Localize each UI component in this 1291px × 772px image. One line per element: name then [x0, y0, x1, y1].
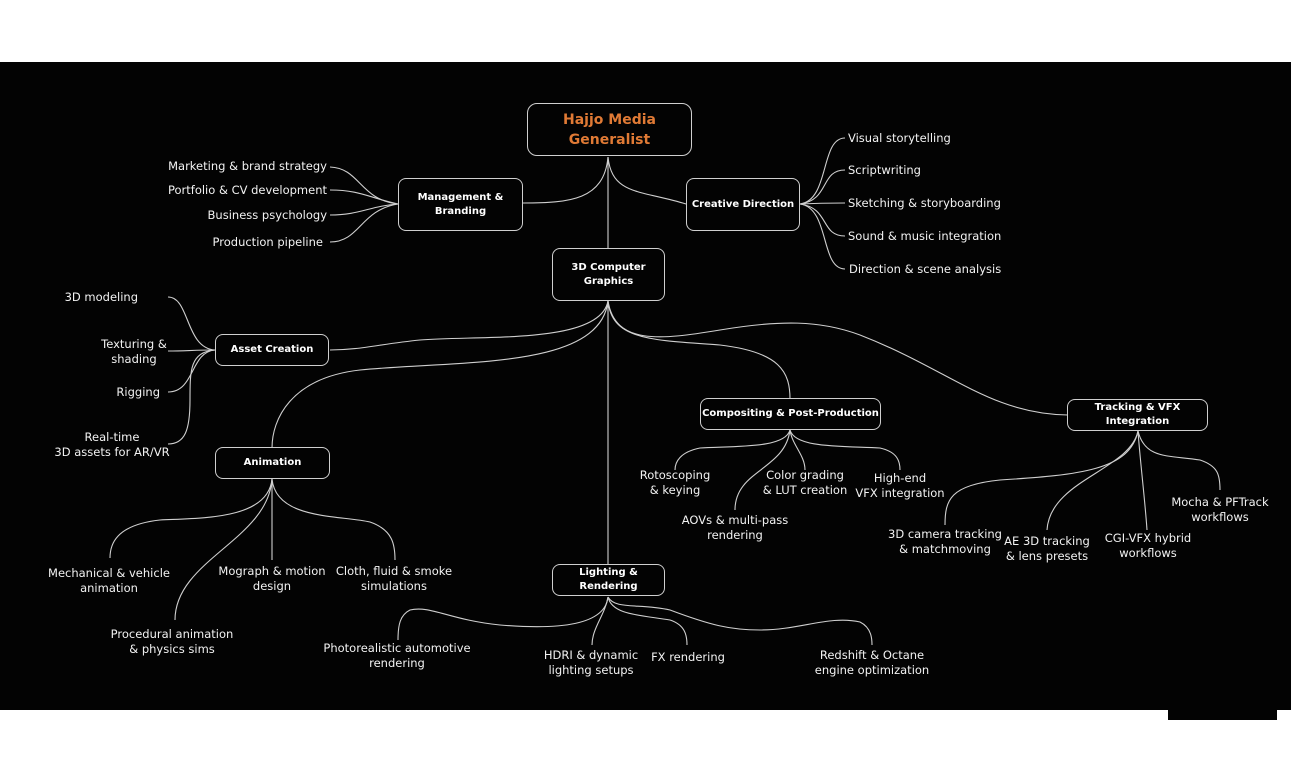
branch-node-animation[interactable]: Animation [215, 447, 330, 479]
branch-node-label: Tracking & VFX Integration [1094, 402, 1181, 427]
leaf-visual-storytelling[interactable]: Visual storytelling [848, 131, 951, 145]
leaf-sound-music[interactable]: Sound & music integration [848, 229, 1002, 243]
branch-node-label: Creative Direction [691, 198, 795, 210]
leaf-portfolio[interactable]: Portfolio & CV development [167, 183, 327, 197]
leaf-scriptwriting[interactable]: Scriptwriting [848, 163, 921, 177]
leaf-color-grading[interactable]: Color grading& LUT creation [762, 468, 848, 497]
leaf-ae-3d-tracking[interactable]: AE 3D tracking& lens presets [1004, 534, 1090, 563]
leaf-business-psychology[interactable]: Business psychology [207, 208, 327, 222]
leaf-marketing[interactable]: Marketing & brand strategy [168, 159, 327, 173]
leaf-direction-scene[interactable]: Direction & scene analysis [849, 262, 1002, 276]
corner-overlay [1168, 652, 1277, 720]
branch-node-label: Management &Branding [417, 191, 504, 217]
leaf-rigging[interactable]: Rigging [116, 385, 160, 399]
leaf-fx-rendering[interactable]: FX rendering [651, 650, 725, 664]
branch-node-management[interactable]: Management &Branding [398, 178, 523, 231]
branch-node-label: Compositing & Post-Production [702, 408, 879, 419]
leaf-3d-camera-tracking[interactable]: 3D camera tracking& matchmoving [888, 527, 1002, 556]
leaf-rotoscoping[interactable]: Rotoscoping& keying [639, 468, 711, 497]
branch-node-creative-direction[interactable]: Creative Direction [686, 178, 800, 231]
branch-node-label: Animation [243, 457, 302, 468]
branch-node-tracking[interactable]: Tracking & VFX Integration [1067, 399, 1208, 431]
branch-node-lighting[interactable]: Lighting & Rendering [552, 564, 665, 596]
leaf-3d-modeling[interactable]: 3D modeling [64, 290, 138, 304]
branch-node-label: Asset Creation [230, 344, 314, 355]
leaf-sketching[interactable]: Sketching & storyboarding [848, 196, 1001, 210]
branch-node-label: Lighting & Rendering [579, 567, 638, 592]
leaf-procedural-animation[interactable]: Procedural animation& physics sims [110, 627, 234, 656]
leaf-production-pipeline[interactable]: Production pipeline [212, 235, 323, 249]
leaf-texturing-shading[interactable]: Texturing &shading [101, 337, 167, 366]
branch-node-asset-creation[interactable]: Asset Creation [215, 334, 329, 366]
branch-node-compositing[interactable]: Compositing & Post-Production [700, 398, 881, 430]
